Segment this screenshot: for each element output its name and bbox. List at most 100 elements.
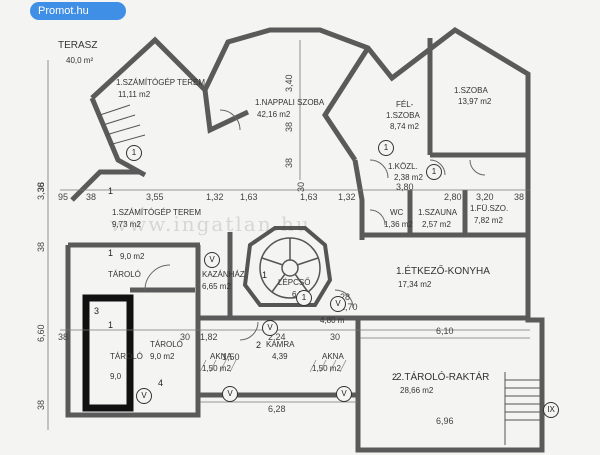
marker: 1 bbox=[378, 140, 394, 156]
dim-h: 2,80 bbox=[444, 192, 462, 202]
wall-nappali-right bbox=[322, 46, 371, 162]
room-terasz-area: 40,0 m² bbox=[66, 56, 94, 65]
room-nappali-area: 42,16 m2 bbox=[257, 110, 291, 119]
room-tarolo1-area: 9,0 m2 bbox=[120, 252, 145, 261]
dim-h: 1,32 bbox=[338, 192, 356, 202]
dim-v: 38 bbox=[36, 181, 46, 192]
dim-misc: 28 bbox=[340, 292, 351, 302]
room-number: 4 bbox=[158, 378, 164, 388]
room-wc-area: 1,36 m2 bbox=[384, 220, 413, 229]
marker: IX bbox=[543, 402, 559, 418]
dim-v: 6,60 bbox=[36, 324, 46, 342]
wall-kozl bbox=[352, 159, 365, 240]
marker: V bbox=[330, 296, 346, 312]
watermark: www.ingatlan.hu bbox=[110, 212, 311, 236]
marker: 1 bbox=[426, 164, 442, 180]
room-tarolo3-area: 9,0 bbox=[110, 372, 122, 381]
dim-misc: 1,70 bbox=[340, 302, 358, 312]
room-szoba-area: 13,97 m2 bbox=[458, 97, 492, 106]
room-kamra-name: KAMRA bbox=[266, 340, 295, 349]
marker: 1 bbox=[126, 145, 142, 161]
room-fuszo-area: 7,82 m2 bbox=[474, 216, 503, 225]
room-szamitogep1-name: 1.SZÁMÍTÓGÉP TEREM bbox=[116, 78, 206, 87]
room-szamitogep2-name: 1.SZÁMÍTÓGÉP TEREM bbox=[112, 208, 202, 217]
room-tarolo1-name: TÁROLÓ bbox=[108, 270, 141, 279]
wall-nappali-left bbox=[202, 89, 250, 134]
marker: V bbox=[262, 320, 278, 336]
room-akna1-name: AKNA bbox=[210, 352, 232, 361]
room-lepcso-name: LÉPCSŐ bbox=[278, 278, 311, 287]
room-etkezo-area: 17,34 m2 bbox=[398, 280, 432, 289]
room-number: 1 bbox=[108, 320, 114, 330]
room-kazan-name: KAZÁNHÁZ bbox=[202, 270, 245, 279]
room-number: 1 bbox=[262, 270, 268, 280]
room-szamitogep2-area: 9,73 m2 bbox=[112, 220, 141, 229]
dim-h: 1,32 bbox=[206, 192, 224, 202]
dim-h: 30 bbox=[180, 332, 191, 342]
room-raktar-name: 2.TÁROLÓ-RAKTÁR bbox=[396, 372, 490, 383]
room-small-area: 4,80 m bbox=[320, 316, 345, 325]
room-szamitogep1-area: 11,11 m2 bbox=[118, 90, 151, 99]
room-szoba-name: 1.SZOBA bbox=[454, 86, 488, 95]
marker: V bbox=[336, 386, 352, 402]
exterior-stair-right bbox=[504, 372, 540, 445]
room-tarolo2-area: 9,0 m2 bbox=[150, 352, 175, 361]
dim-v: 30 bbox=[296, 181, 306, 192]
room-terasz-name: TERASZ bbox=[58, 40, 98, 51]
outer-wall-upper bbox=[90, 26, 531, 150]
room-felszoba-name2: 1.SZOBA bbox=[386, 111, 420, 120]
door-swings bbox=[144, 109, 486, 341]
spiral-stair bbox=[242, 226, 333, 307]
dim-h: 1,63 bbox=[300, 192, 318, 202]
dim-h: 6,96 bbox=[436, 416, 454, 426]
marker: 1 bbox=[296, 290, 312, 306]
room-nappali-name: 1.NAPPALI SZOBA bbox=[255, 98, 325, 107]
room-number: 2 bbox=[392, 372, 398, 382]
room-akna2-area: 1,50 m2 bbox=[312, 364, 341, 373]
dim-h: 2,24 bbox=[268, 332, 286, 342]
room-number: 1 bbox=[108, 186, 114, 196]
room-number: 1 bbox=[108, 248, 114, 258]
dim-h: 1,63 bbox=[240, 192, 258, 202]
dim-v: 38 bbox=[36, 399, 46, 410]
dim-misc: 3,80 bbox=[396, 182, 414, 192]
dim-v: 38 bbox=[284, 121, 294, 132]
akna-hatching bbox=[199, 359, 347, 373]
outer-wall-left-upper bbox=[70, 169, 140, 202]
room-szauna-area: 2,57 m2 bbox=[422, 220, 451, 229]
exterior-stair-left bbox=[99, 104, 146, 146]
marker: V bbox=[222, 386, 238, 402]
dim-h: 3,20 bbox=[476, 192, 494, 202]
room-akna2-name: AKNA bbox=[322, 352, 344, 361]
dim-h: 38 bbox=[58, 332, 69, 342]
room-felszoba-name: FÉL- bbox=[396, 100, 414, 109]
dim-h: 38 bbox=[86, 192, 97, 202]
room-fuszo-name: 1.FÜ.SZO. bbox=[470, 204, 509, 213]
room-kozl-name: 1.KÖZL. bbox=[388, 162, 418, 171]
terrace-wall bbox=[89, 97, 147, 178]
room-tarolo2-name: TÁROLÓ bbox=[150, 340, 183, 349]
room-kazan-area: 6,65 m2 bbox=[202, 282, 231, 291]
marker: V bbox=[136, 388, 152, 404]
marker: V bbox=[204, 252, 220, 268]
tarolo-black-frame bbox=[82, 294, 134, 412]
room-wc-name: WC bbox=[390, 208, 404, 217]
room-kamra-area: 4,39 bbox=[272, 352, 288, 361]
room-kozl-area: 2,38 m2 bbox=[394, 173, 423, 182]
dim-misc: 1,50 bbox=[222, 352, 240, 362]
room-felszoba-area: 8,74 m2 bbox=[390, 122, 419, 131]
dim-h: 30 bbox=[330, 332, 341, 342]
room-szauna-name: 1.SZAUNA bbox=[418, 208, 458, 217]
dim-h: 6,10 bbox=[436, 326, 454, 336]
room-etkezo-name: 1.ÉTKEZŐ-KONYHA bbox=[396, 266, 490, 277]
room-akna1-area: 1,50 m2 bbox=[202, 364, 231, 373]
dim-v: 38 bbox=[36, 241, 46, 252]
dim-h: 95 bbox=[58, 192, 69, 202]
dim-h: 1,82 bbox=[200, 332, 218, 342]
outer-wall-right bbox=[355, 150, 545, 453]
dim-h: 6,28 bbox=[268, 404, 286, 414]
dim-v: 38 bbox=[284, 157, 294, 168]
site-badge[interactable]: Promot.hu bbox=[30, 2, 126, 20]
dim-h: 3,55 bbox=[146, 192, 164, 202]
